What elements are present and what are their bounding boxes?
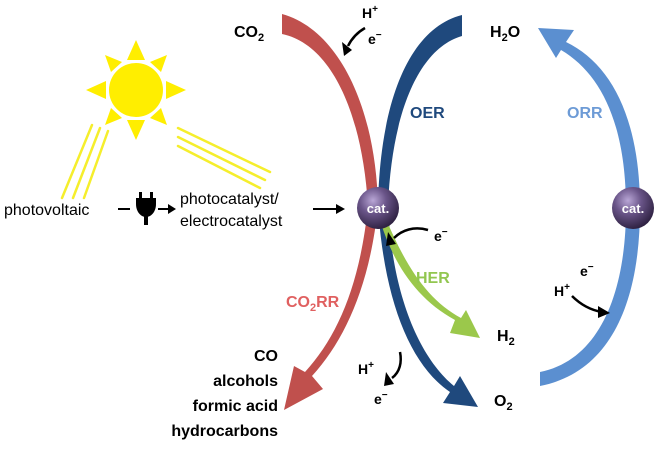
e-minus-right: e− [580, 262, 594, 279]
h2-label: H2 [497, 328, 515, 348]
arrowhead-mid [386, 232, 396, 246]
arrowhead-top [342, 42, 352, 56]
orr-label: ORR [567, 105, 603, 122]
h-e-input-arrow-top [346, 26, 366, 47]
h-e-input-arrow-right [571, 295, 603, 314]
plug-icon [136, 192, 156, 225]
oer-label: OER [410, 105, 445, 122]
product-item: formic acid [193, 398, 278, 415]
oer-arrow [378, 15, 478, 407]
co2-label: CO2 [234, 24, 264, 44]
co2rr-label: CO2RR [286, 294, 340, 314]
sunlight-rays-right [176, 126, 272, 190]
h2o-label: H2O [490, 24, 520, 44]
product-item: hydrocarbons [171, 423, 278, 440]
cat-label: cat. [622, 201, 644, 216]
catalyst-sphere-left: cat. [357, 187, 399, 229]
cat-label: cat. [367, 201, 389, 216]
sunlight-rays-left [60, 123, 110, 200]
photovoltaic-label: photovoltaic [4, 202, 89, 219]
product-item: CO [254, 348, 278, 365]
to-cat-arrow [313, 204, 345, 214]
e-input-arrow-mid [393, 227, 429, 239]
her-label: HER [416, 270, 450, 287]
arrowhead-right [598, 306, 610, 318]
photocatalyst-label: photocatalyst/ [180, 191, 279, 208]
plug-to-catalyst-arrow [158, 204, 176, 214]
h-plus-top: H+ [362, 4, 378, 21]
co2rr-arrow [282, 14, 378, 410]
e-minus-bottom: e− [374, 390, 388, 407]
arrowhead-bottom [384, 372, 394, 386]
h-e-output-arrow-bottom [391, 351, 402, 379]
sun-icon [86, 40, 186, 140]
h-plus-right: H+ [554, 282, 570, 299]
her-arrow [378, 214, 480, 338]
orr-arrow [538, 28, 640, 386]
o2-label: O2 [494, 393, 513, 413]
h-plus-bottom: H+ [358, 360, 374, 377]
electrocatalyst-label: electrocatalyst [180, 213, 283, 230]
e-minus-top: e− [368, 30, 382, 47]
catalyst-sphere-right: cat. [612, 187, 654, 229]
e-minus-mid: e− [434, 227, 448, 244]
product-item: alcohols [213, 373, 278, 390]
product-list: CO alcohols formic acid hydrocarbons [171, 348, 278, 440]
